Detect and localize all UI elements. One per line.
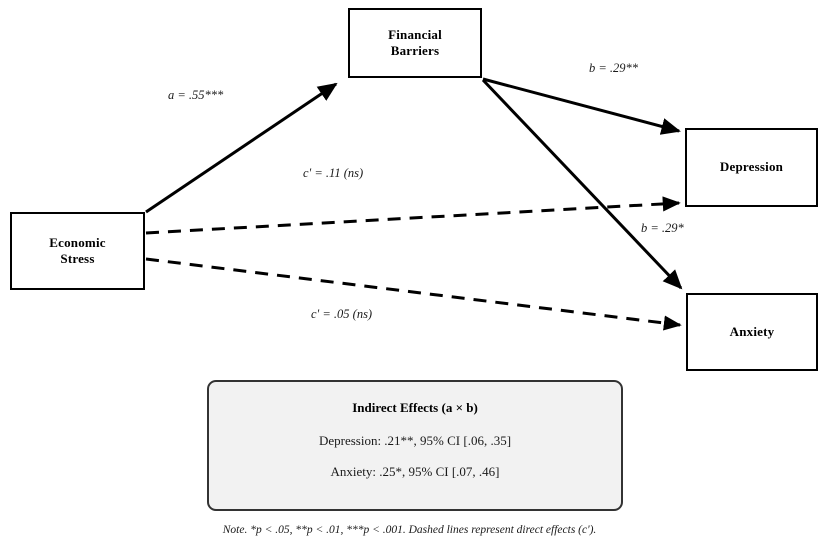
node-economic-stress-label: Economic Stress: [49, 234, 106, 266]
edge-c-prime-economic-stress-to-anxiety: [145, 257, 682, 331]
node-depression[interactable]: Depression: [685, 128, 818, 207]
node-financial-barriers-label: Financial Barriers: [388, 26, 442, 58]
node-anxiety-label: Anxiety: [729, 323, 775, 339]
path-label-b-depression: b = .29**: [589, 61, 639, 75]
indirect-effect-depression: Depression: .21**, 95% CI [.06, .35]: [318, 433, 512, 448]
node-economic-stress[interactable]: Economic Stress: [10, 212, 145, 290]
path-label-c-prime-depression: c' = .11 (ns): [303, 166, 364, 180]
path-label-b-anxiety: b = .29*: [641, 221, 684, 235]
node-anxiety[interactable]: Anxiety: [686, 293, 818, 371]
indirect-effects-title: Indirect Effects (a × b): [352, 400, 478, 415]
edge-b-financial-barriers-to-depression: [482, 77, 681, 135]
node-depression-label: Depression: [719, 159, 784, 175]
indirect-effects-panel: Indirect Effects (a × b) Depression: .21…: [207, 380, 623, 511]
edge-b-financial-barriers-to-anxiety: [481, 78, 683, 290]
node-financial-barriers[interactable]: Financial Barriers: [348, 8, 482, 78]
figure-note: Note. *p < .05, **p < .01, ***p < .001. …: [222, 524, 597, 536]
path-label-c-prime-anxiety: c' = .05 (ns): [311, 307, 373, 321]
edge-c-prime-economic-stress-to-depression: [145, 196, 681, 235]
path-label-a: a = .55***: [168, 88, 224, 102]
indirect-effect-anxiety: Anxiety: .25*, 95% CI [.07, .46]: [330, 464, 500, 479]
edge-a-economic-stress-to-financial-barriers: [145, 82, 338, 214]
